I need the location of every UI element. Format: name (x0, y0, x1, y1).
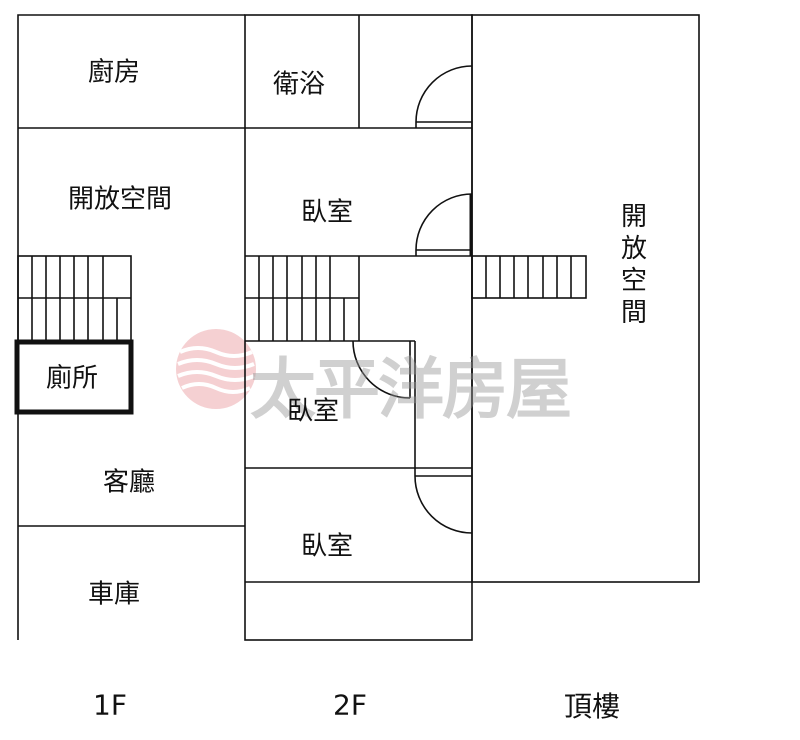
stairs-roof (471, 255, 587, 299)
watermark-text: 太平洋房屋 (250, 350, 572, 428)
floor-label-roof: 頂樓 (563, 690, 621, 723)
room-garage: 車庫 (87, 579, 141, 610)
room-bedroom-2: 臥室 (286, 396, 340, 427)
floor-2f-plan (244, 14, 473, 641)
door-bedroom-3 (414, 468, 473, 534)
room-bedroom-1: 臥室 (300, 197, 354, 228)
toilet-box (14, 339, 134, 415)
room-open-space-roof: 開放空間 (616, 202, 647, 330)
watermark-logo-icon (176, 329, 256, 409)
door-bedroom-2 (352, 340, 411, 399)
room-open-space-1f: 開放空間 (67, 184, 173, 215)
floor-label-1f: 1F (93, 688, 127, 722)
room-bathroom: 衛浴 (272, 69, 326, 100)
room-toilet: 廁所 (45, 363, 99, 394)
door-bathroom (415, 65, 473, 128)
stairs-1f (17, 255, 132, 342)
room-living-room: 客廳 (102, 467, 156, 498)
room-bedroom-3: 臥室 (300, 531, 354, 562)
door-bedroom-1 (415, 193, 473, 256)
stairs-2f (245, 256, 360, 341)
room-kitchen: 廚房 (87, 57, 141, 88)
floor-label-2f: 2F (333, 688, 367, 722)
floor-roof-plan (471, 14, 700, 583)
floor-1f-plan (14, 14, 245, 640)
